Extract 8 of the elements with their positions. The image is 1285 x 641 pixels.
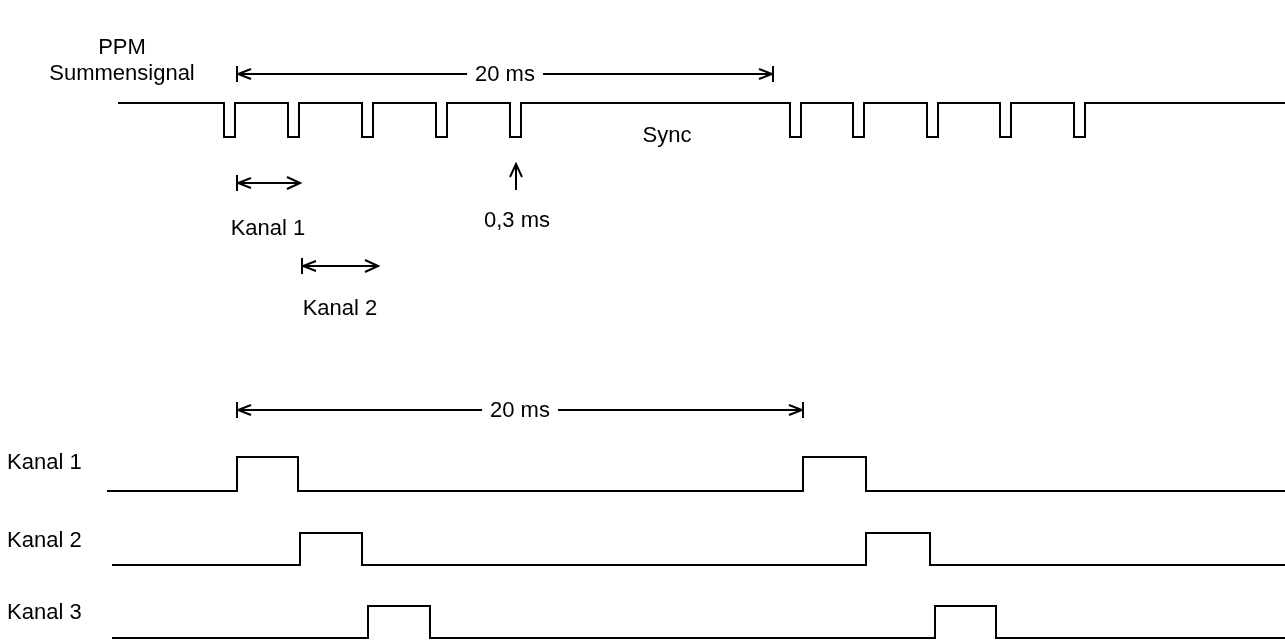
- channel-label: Kanal 2: [7, 527, 82, 553]
- channel-label: Kanal 3: [7, 599, 82, 625]
- channel-label: Kanal 2: [302, 295, 378, 321]
- channel-label: Kanal 1: [230, 215, 306, 241]
- channel-label: Kanal 1: [7, 449, 82, 475]
- sync-label: Sync: [642, 122, 692, 148]
- signal-label: PPM Summensignal: [48, 34, 196, 86]
- time-label: 0,3 ms: [484, 207, 550, 233]
